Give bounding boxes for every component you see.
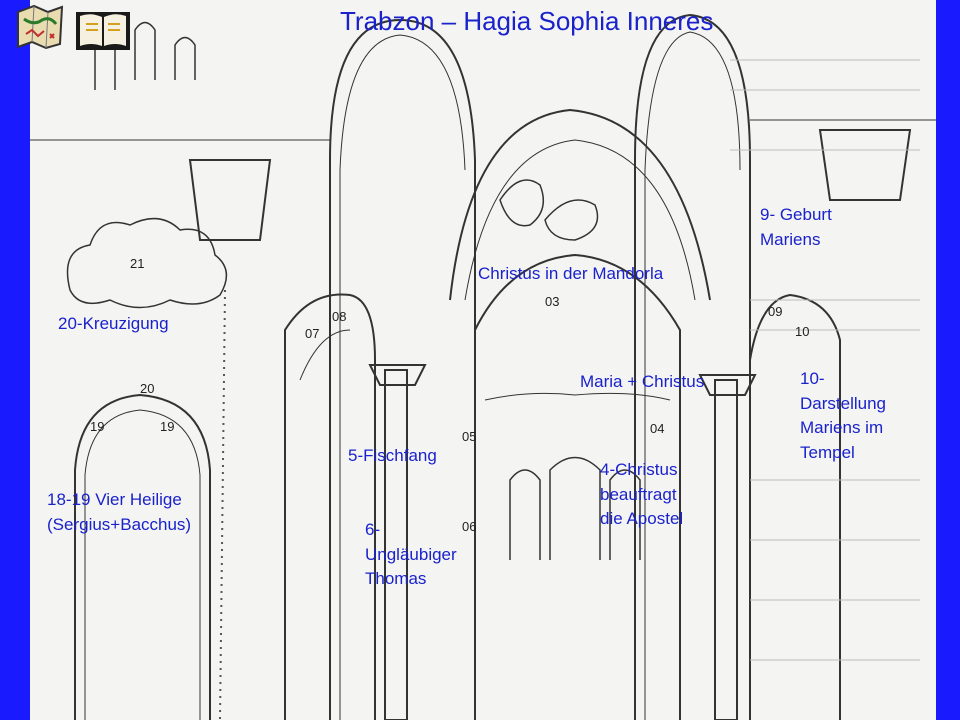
- apse: [474, 253, 681, 720]
- left-column: [384, 369, 408, 720]
- left-tall-arch: [329, 18, 476, 720]
- left-doorway: [74, 393, 211, 720]
- central-arch: [449, 108, 711, 301]
- drawing-area: 21 20 19 19 03 07 08 09 10 04 05 06 Chri…: [30, 0, 936, 720]
- fresco-number: 10: [795, 324, 810, 339]
- fresco-number: 08: [332, 309, 347, 324]
- page-title: Trabzon – Hagia Sophia Inneres: [340, 6, 714, 36]
- right-arcade: [749, 293, 841, 720]
- label-mandorla: Christus in der Mandorla: [478, 264, 664, 283]
- label-kreuzigung: 20-Kreuzigung: [58, 314, 169, 333]
- label-darstellung: 10- Darstellung Mariens im Tempel: [800, 369, 886, 462]
- label-apostel: 4-Christus beauftragt die Apostel: [600, 460, 684, 529]
- fresco-number: 04: [650, 421, 665, 436]
- fresco-number: 06: [462, 519, 477, 534]
- fresco-number: 19: [160, 419, 175, 434]
- label-vier-heilige: 18-19 Vier Heilige (Sergius+Bacchus): [47, 490, 192, 534]
- church-interior-drawing: [30, 13, 936, 720]
- background-text-lines: [730, 59, 920, 661]
- fresco-number: 05: [462, 429, 477, 444]
- fresco-number: 09: [768, 304, 783, 319]
- fresco-number: 07: [305, 326, 320, 341]
- map-icon[interactable]: [14, 4, 66, 50]
- label-fischfang: 5-Fischfang: [348, 446, 437, 465]
- label-maria-christus: Maria + Christus: [580, 372, 705, 391]
- left-arcade: [284, 293, 376, 720]
- fresco-number: 20: [140, 381, 155, 396]
- label-unglaeubiger-thomas: 6- Ungläubiger Thomas: [365, 520, 457, 589]
- fresco-number: 19: [90, 419, 105, 434]
- right-column: [714, 379, 738, 720]
- right-tall-arch: [634, 13, 751, 720]
- book-icon[interactable]: [74, 8, 132, 52]
- cloud-fresco: [66, 217, 228, 309]
- fresco-number: 03: [545, 294, 560, 309]
- fresco-number: 21: [130, 256, 145, 271]
- label-geburt-mariens: 9- Geburt Mariens: [760, 205, 832, 249]
